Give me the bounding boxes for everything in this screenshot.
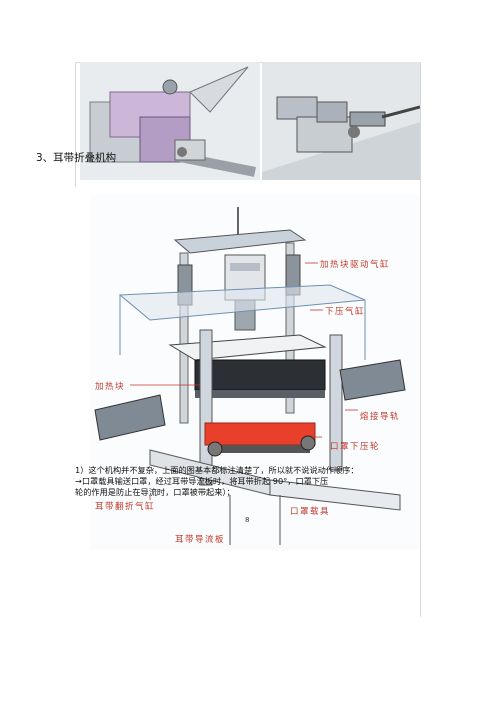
paragraph-line-2: →口罩载具输送口罩，经过耳带导流板时，将耳带折起 90°，口罩下压	[75, 476, 329, 486]
right-margin-line	[420, 62, 421, 617]
label-guide-plate: 耳带导流板	[175, 535, 226, 545]
section-heading: 3、耳带折叠机构	[36, 152, 117, 164]
label-weld-guide: 熔接导轨	[360, 412, 401, 422]
label-mask-carrier: 口罩载具	[290, 507, 331, 517]
label-heater-cylinder: 加热块驱动气缸	[320, 260, 391, 270]
label-mask-press-wheel: 口罩下压轮	[330, 442, 381, 452]
paragraph-line-1: 1）这个机构并不复杂，上面的图基本都标注清楚了，所以就不说说动作顺序：	[75, 465, 359, 475]
label-heater-block: 加热块	[95, 382, 126, 392]
label-press-cylinder: 下压气缸	[325, 307, 366, 317]
left-margin-line	[75, 62, 76, 187]
page-number: 8	[245, 516, 250, 524]
label-fold-cylinder: 耳带翻折气缸	[95, 502, 156, 512]
top-left-render	[80, 62, 260, 180]
top-right-render	[262, 62, 420, 180]
main-mechanism-render	[90, 195, 420, 550]
paragraph-line-3: 轮的作用是防止在导流时，口罩被带起来）；	[75, 487, 235, 497]
description-paragraph: 1）这个机构并不复杂，上面的图基本都标注清楚了，所以就不说说动作顺序： →口罩载…	[75, 465, 405, 498]
